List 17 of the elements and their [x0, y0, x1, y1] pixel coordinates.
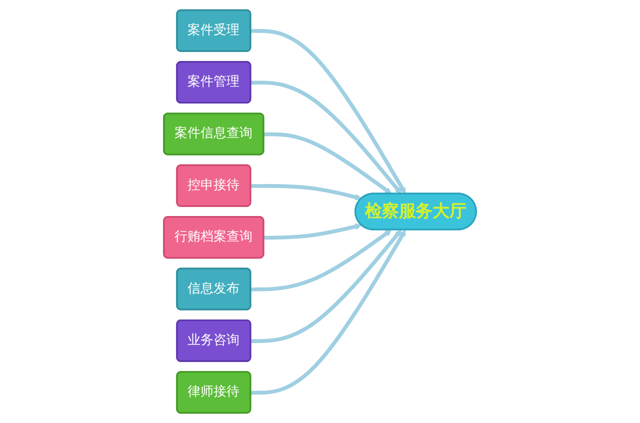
arrow: [250, 29, 406, 194]
arrow: [264, 132, 392, 194]
service-box: 信息发布: [176, 268, 252, 310]
arrow: [250, 230, 402, 343]
service-box: 案件信息查询: [163, 112, 264, 156]
arrow: [264, 223, 362, 240]
service-box: 律师接待: [176, 371, 252, 414]
service-box: 行贿档案查询: [163, 216, 264, 259]
hub-ellipse: 检察服务大厅: [354, 192, 477, 230]
service-box: 业务咨询: [176, 319, 252, 362]
arrow: [250, 80, 402, 194]
service-box: 控申接待: [176, 164, 252, 207]
service-box: 案件管理: [176, 61, 252, 104]
service-box: 案件受理: [176, 9, 252, 52]
arrow: [250, 230, 406, 395]
arrow: [250, 184, 362, 200]
arrow: [250, 230, 392, 292]
